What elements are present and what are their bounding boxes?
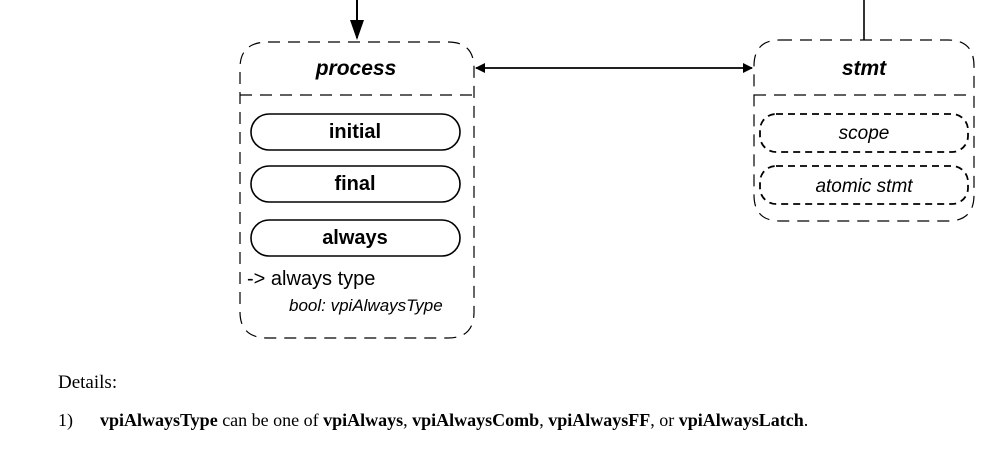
details-heading: Details: — [58, 372, 118, 393]
process-class-border — [239, 41, 475, 339]
process-title: process — [315, 57, 397, 80]
details-text: , — [403, 410, 413, 430]
details-section: Details: 1) vpiAlwaysType can be one of v… — [58, 372, 988, 431]
details-term-vpialwaystype: vpiAlwaysType — [100, 410, 218, 430]
child-always-label: always — [322, 227, 388, 249]
details-term-vpialwayscomb: vpiAlwaysComb — [412, 410, 540, 430]
process-class: process initial final always -> always t… — [239, 41, 475, 339]
details-text: , or — [650, 410, 679, 430]
child-always — [250, 219, 461, 257]
details-term-vpialwaysff: vpiAlwaysFF — [548, 410, 651, 430]
stmt-class-border — [753, 39, 975, 222]
details-text: can be one of — [217, 410, 324, 430]
details-text: , — [539, 410, 549, 430]
stmt-class: stmt scope atomic stmt — [753, 39, 975, 222]
details-item-number: 1) — [58, 410, 73, 430]
details-text: . — [803, 410, 809, 430]
child-initial-label: initial — [329, 121, 381, 143]
child-atomic-stmt-label: atomic stmt — [815, 176, 913, 197]
child-scope-label: scope — [839, 123, 890, 144]
stmt-title: stmt — [842, 57, 887, 80]
details-item: 1) vpiAlwaysType can be one of vpiAlways,… — [58, 410, 988, 431]
details-term-vpialwayslatch: vpiAlwaysLatch — [678, 410, 804, 430]
child-final — [250, 165, 461, 203]
child-initial — [250, 113, 461, 151]
property-always-type-datatype: bool: vpiAlwaysType — [289, 296, 443, 315]
child-atomic-stmt — [759, 165, 969, 205]
child-scope — [759, 113, 969, 153]
property-always-type: -> always type — [247, 268, 375, 290]
child-final-label: final — [334, 173, 375, 195]
incoming-arrowhead — [350, 20, 364, 40]
details-term-vpialways: vpiAlways — [323, 410, 404, 430]
